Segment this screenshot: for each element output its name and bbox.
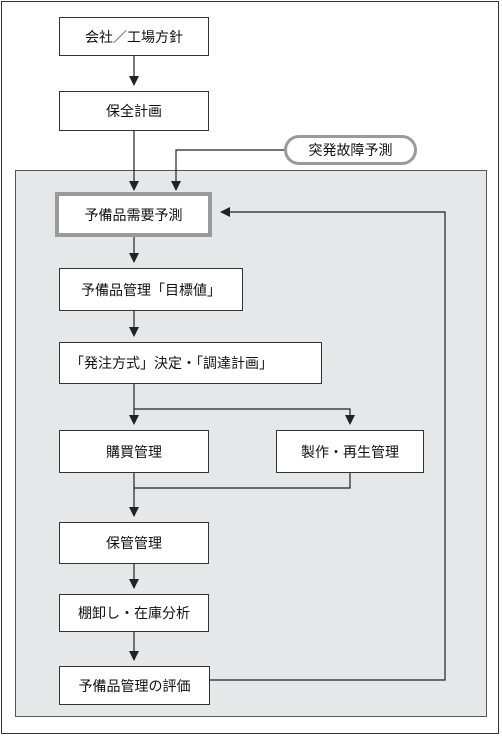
arrow-feedback-loop [210,207,446,681]
node-demand-forecast-label: 予備品需要予測 [84,207,183,224]
node-inventory: 棚卸し・在庫分析 [59,594,209,632]
node-purchase: 購買管理 [59,430,209,473]
node-ordering-label: 「発注方式」決定・「調達計画」 [70,356,273,372]
node-policy: 会社／工場方針 [59,17,209,56]
node-failure-forecast: 突発故障予測 [284,135,417,165]
node-demand-forecast: 予備品需要予測 [55,192,212,237]
node-storage-label: 保管管理 [106,536,162,552]
node-target-label: 予備品管理「目標値」 [81,282,221,299]
arrow-failure-to-forecast [171,149,286,191]
node-policy-label: 会社／工場方針 [85,29,183,46]
node-failure-forecast-label: 突発故障予測 [308,143,393,159]
node-maintenance-plan-label: 保全計画 [106,104,162,120]
node-target: 予備品管理「目標値」 [59,268,243,311]
node-evaluation: 予備品管理の評価 [59,666,210,705]
node-evaluation-label: 予備品管理の評価 [78,678,191,695]
node-manufacture-label: 製作・再生管理 [301,444,399,461]
node-purchase-label: 購買管理 [106,444,162,461]
node-inventory-label: 棚卸し・在庫分析 [78,606,190,622]
node-manufacture: 製作・再生管理 [276,430,424,473]
node-ordering: 「発注方式」決定・「調達計画」 [59,342,322,384]
arrow-ordering-to-manufacture [134,408,355,425]
node-maintenance-plan: 保全計画 [59,91,209,131]
arrow-manufacture-to-storage [134,473,351,489]
node-storage: 保管管理 [59,522,209,564]
